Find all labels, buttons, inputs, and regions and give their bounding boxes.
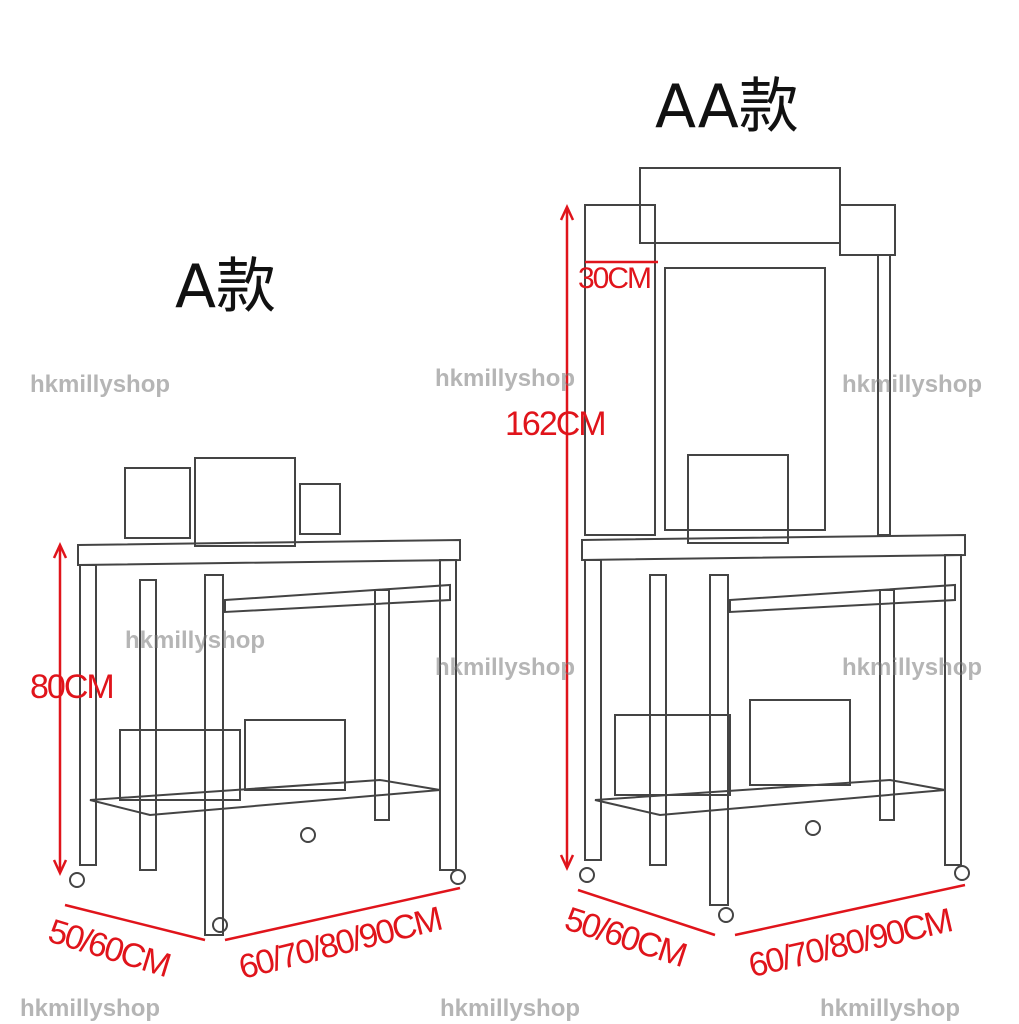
watermark: hkmillyshop xyxy=(435,365,576,392)
watermark: hkmillyshop xyxy=(842,654,983,681)
watermark: hkmillyshop xyxy=(20,995,161,1022)
watermark: hkmillyshop xyxy=(125,627,266,654)
watermark: hkmillyshop xyxy=(30,371,171,398)
watermark: hkmillyshop xyxy=(440,995,581,1022)
watermark: hkmillyshop xyxy=(435,654,576,681)
desk-a-drawing xyxy=(69,457,466,936)
a-height-label: 80CM xyxy=(30,668,115,706)
model-aa-title: AA款 xyxy=(655,72,799,142)
watermark: hkmillyshop xyxy=(842,371,983,398)
model-a-title: A款 xyxy=(175,252,277,322)
desk-aa-drawing xyxy=(579,167,970,923)
dimension-arrows xyxy=(52,204,966,942)
watermark: hkmillyshop xyxy=(820,995,961,1022)
aa-height-label: 162CM xyxy=(505,405,607,443)
aa-shelf-depth-label: 30CM xyxy=(578,262,652,295)
